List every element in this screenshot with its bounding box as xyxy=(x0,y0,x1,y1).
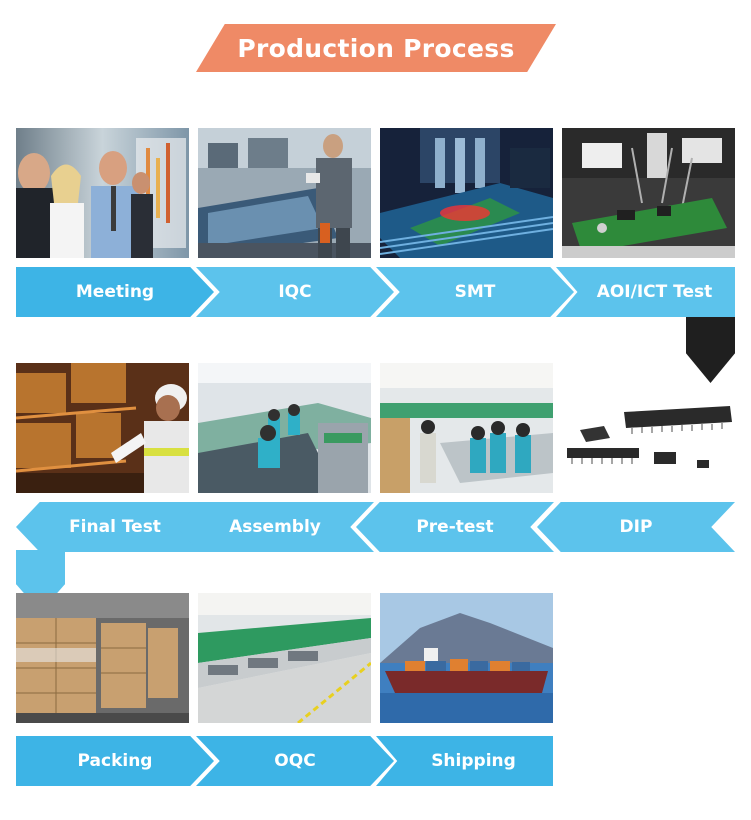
step-meeting: Meeting xyxy=(16,267,214,317)
packing-photo xyxy=(16,593,189,723)
step-label: DIP xyxy=(619,517,653,537)
dip-chips-photo xyxy=(562,400,735,490)
meeting-photo xyxy=(16,128,189,258)
step-shipping: Shipping xyxy=(376,736,553,786)
step-pre-test: Pre-test xyxy=(356,502,554,552)
step-label: Assembly xyxy=(229,517,321,537)
step-label: Shipping xyxy=(431,751,516,771)
assembly-photo xyxy=(198,363,371,493)
shipping-photo xyxy=(380,593,553,723)
step-smt: SMT xyxy=(376,267,574,317)
step-label: OQC xyxy=(274,751,316,771)
final-test-photo xyxy=(16,363,189,493)
oqc-photo xyxy=(198,593,371,723)
step-label: AOI/ICT Test xyxy=(596,282,713,302)
step-packing: Packing xyxy=(16,736,214,786)
step-assembly: Assembly xyxy=(176,502,374,552)
step-label: SMT xyxy=(454,282,496,302)
iqc-photo xyxy=(198,128,371,258)
step-label: Final Test xyxy=(69,517,161,537)
title-banner: Production Process xyxy=(196,24,556,72)
step-label: IQC xyxy=(278,282,312,302)
smt-photo xyxy=(380,128,553,258)
step-label: Pre-test xyxy=(416,517,494,537)
connector-arrow-down xyxy=(686,317,735,383)
aoi-photo xyxy=(562,128,735,258)
step-oqc: OQC xyxy=(196,736,394,786)
step-label: Meeting xyxy=(75,282,155,302)
step-aoi-ict-test: AOI/ICT Test xyxy=(556,267,735,317)
step-label: Packing xyxy=(77,751,153,771)
step-iqc: IQC xyxy=(196,267,394,317)
page-title: Production Process xyxy=(237,33,515,63)
pretest-photo xyxy=(380,363,553,493)
step-dip: DIP xyxy=(537,502,735,552)
